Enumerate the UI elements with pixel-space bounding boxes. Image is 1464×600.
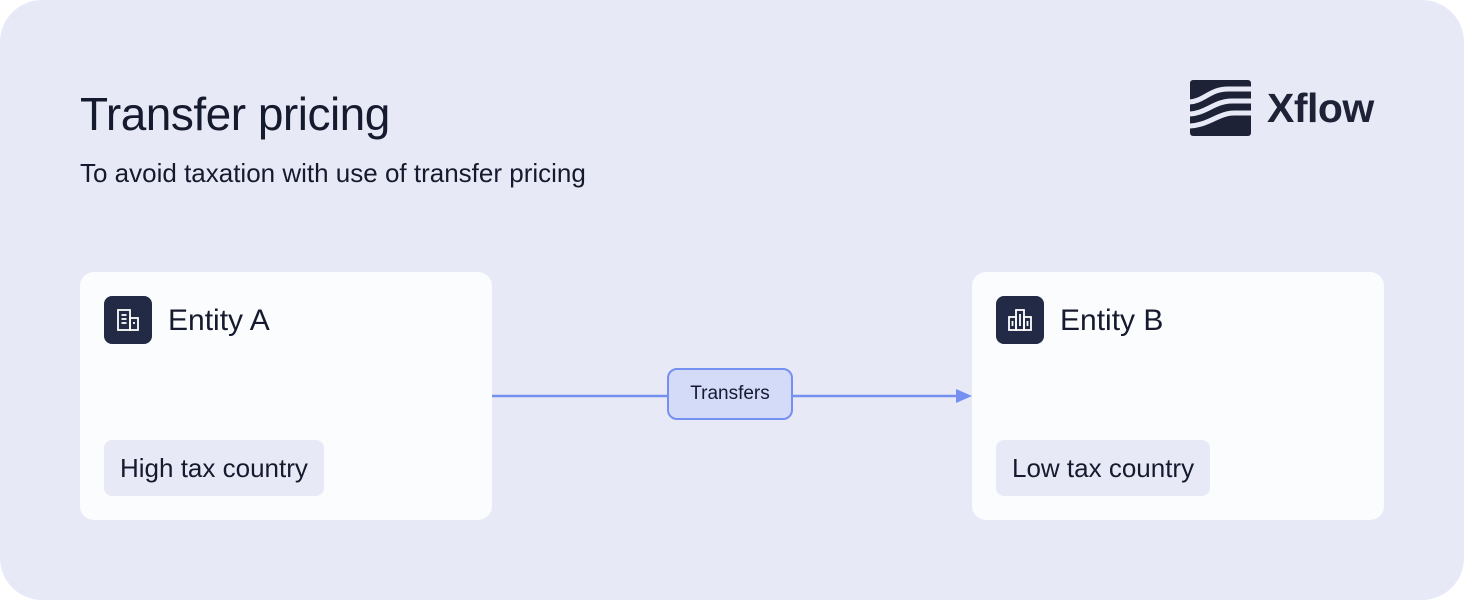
entity-b-card: Entity B Low tax country	[972, 272, 1384, 520]
brand-logo: Xflow	[1190, 80, 1374, 136]
entity-a-title: Entity A	[168, 304, 270, 337]
city-buildings-icon	[996, 296, 1044, 344]
page-subtitle: To avoid taxation with use of transfer p…	[80, 158, 586, 188]
entity-b-tax-tag: Low tax country	[996, 440, 1211, 496]
entity-a-card: Entity A High tax country	[80, 272, 492, 520]
office-building-icon	[104, 296, 152, 344]
entity-b-title: Entity B	[1060, 304, 1164, 337]
page-title: Transfer pricing	[80, 88, 390, 140]
arrowhead	[956, 389, 972, 403]
xflow-logo-icon	[1190, 80, 1251, 136]
entity-a-tax-tag: High tax country	[104, 440, 324, 496]
transfers-edge-label: Transfers	[667, 368, 793, 420]
brand-name: Xflow	[1267, 85, 1374, 131]
